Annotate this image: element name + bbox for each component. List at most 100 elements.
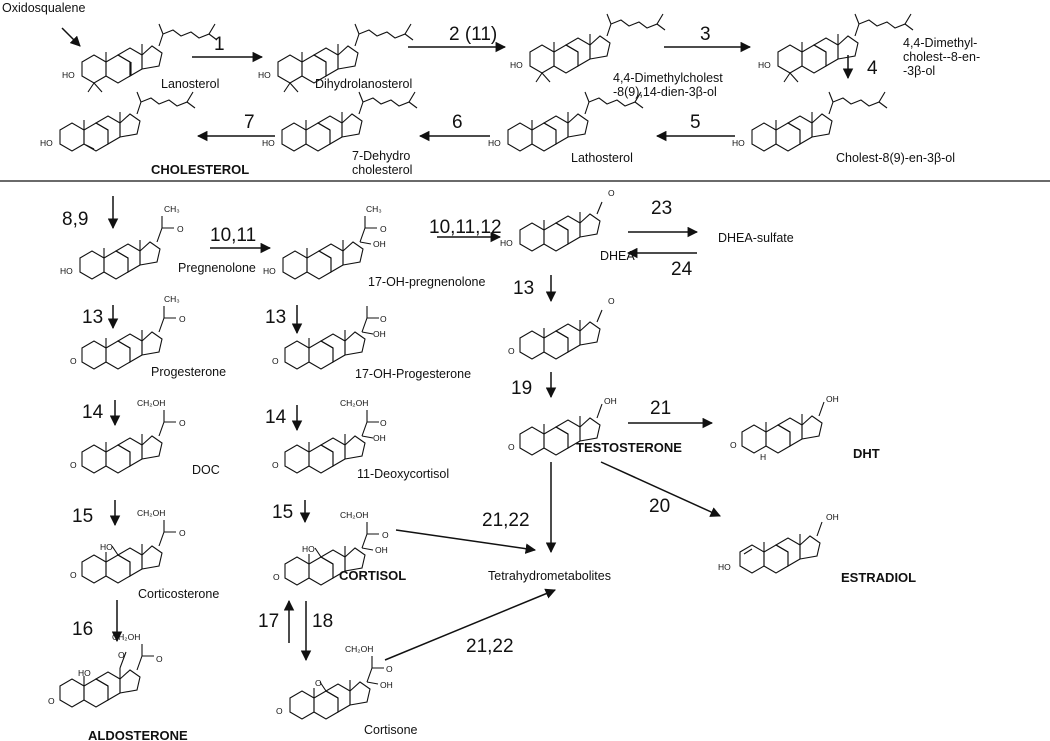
atom-o: O — [730, 440, 737, 450]
atom-ch3: CH₃ — [366, 204, 382, 214]
atom-o: O — [179, 314, 186, 324]
step-20: 20 — [649, 496, 670, 517]
atom-oh: OH — [604, 396, 617, 406]
structure-doc — [81, 410, 176, 474]
step-17: 17 — [258, 611, 279, 632]
structure-cortisol — [284, 522, 379, 586]
atom-ch2oh: CH₂OH — [112, 632, 140, 642]
structure-androstenedione — [519, 309, 603, 360]
atom-o: O — [315, 678, 322, 688]
atom-o: O — [380, 418, 387, 428]
atom-o: O — [273, 572, 280, 582]
atom-oh: OH — [380, 680, 393, 690]
step-21: 21 — [650, 398, 671, 419]
structure-dimethylcholestdienol — [529, 13, 666, 83]
label-cortisone: Cortisone — [364, 723, 418, 737]
step-10-11-12: 10,11,12 — [429, 217, 502, 238]
label-dheasulfate: DHEA-sulfate — [718, 231, 794, 245]
structure-pregnenolone — [79, 216, 174, 280]
atom-o: O — [179, 418, 186, 428]
step-1: 1 — [214, 34, 225, 55]
atom-ch2oh: CH₂OH — [137, 508, 165, 518]
atom-o: O — [272, 460, 279, 470]
step-21-22-b: 21,22 — [466, 636, 514, 657]
atom-o: O — [380, 224, 387, 234]
atom-o: O — [382, 530, 389, 540]
atom-oh: OH — [373, 239, 386, 249]
structure-dht — [741, 401, 825, 454]
structure-cortisone — [289, 656, 384, 720]
atom-ho: HO — [302, 544, 315, 554]
atom-o: O — [276, 706, 283, 716]
atom-ch2oh: CH₂OH — [340, 510, 368, 520]
structure-progesterone — [81, 306, 176, 370]
structure-lanosterol — [81, 23, 218, 93]
step-14-a: 14 — [82, 402, 104, 423]
label-corticosterone: Corticosterone — [138, 587, 219, 601]
atom-ch2oh: CH₂OH — [345, 644, 373, 654]
step-24: 24 — [671, 259, 693, 280]
atom-oh: OH — [373, 433, 386, 443]
atom-ho: HO — [258, 70, 271, 80]
atom-o: O — [508, 442, 515, 452]
step-18: 18 — [312, 611, 333, 632]
label-cholestenol: Cholest-8(9)-en-3β-ol — [836, 151, 955, 165]
atom-o: O — [386, 664, 393, 674]
structure-deoxycortisol — [284, 410, 379, 474]
atom-o: O — [118, 650, 125, 660]
step-13-c: 13 — [513, 278, 534, 299]
arrow-cortisone-metabolites — [384, 588, 556, 661]
structure-corticosterone — [81, 520, 176, 584]
label-ohpregnenolone: 17-OH-pregnenolone — [368, 275, 485, 289]
atom-ho: HO — [500, 238, 513, 248]
step-16: 16 — [72, 619, 93, 640]
label-ohprogesterone: 17-OH-Progesterone — [355, 367, 471, 381]
label-progesterone: Progesterone — [151, 365, 226, 379]
atom-ho: HO — [60, 266, 73, 276]
label-dimethylcholestenol: 4,4-Dimethyl-cholest--8-en--3β-ol — [903, 36, 980, 78]
label-dhea: DHEA — [600, 249, 635, 263]
atom-ho: HO — [78, 668, 91, 678]
atom-oh: OH — [826, 394, 839, 404]
atom-oh: OH — [375, 545, 388, 555]
step-6: 6 — [452, 112, 463, 133]
label-dht: DHT — [853, 446, 880, 461]
label-cortisol: CORTISOL — [339, 568, 406, 583]
atom-ho: HO — [510, 60, 523, 70]
arrow-cortisol-metabolites — [395, 529, 537, 554]
atom-ho: HO — [732, 138, 745, 148]
label-estradiol: ESTRADIOL — [841, 570, 916, 585]
step-15-a: 15 — [72, 506, 93, 527]
atom-o: O — [70, 570, 77, 580]
step-23: 23 — [651, 198, 672, 219]
atom-oh: OH — [826, 512, 839, 522]
atom-o: O — [272, 356, 279, 366]
atom-o: O — [380, 314, 387, 324]
atom-ch3: CH₃ — [164, 294, 180, 304]
label-dihydrolanosterol: Dihydrolanosterol — [315, 77, 412, 91]
label-deoxycortisol: 11-Deoxycortisol — [357, 467, 449, 481]
structure-estradiol — [739, 521, 823, 574]
label-tetrahydrometabolites: Tetrahydrometabolites — [488, 569, 611, 583]
atom-ho: HO — [718, 562, 731, 572]
step-7: 7 — [244, 112, 255, 133]
atom-ho: HO — [758, 60, 771, 70]
atom-oh: OH — [373, 329, 386, 339]
label-dimethylcholestdienol: 4,4-Dimethylcholest-8(9),14-dien-3β-ol — [613, 71, 723, 99]
step-14-b: 14 — [265, 407, 287, 428]
structure-dimethylcholestenol — [777, 13, 914, 83]
structure-ohpregnenolone — [282, 216, 377, 280]
label-lathosterol: Lathosterol — [571, 151, 633, 165]
structure-testosterone — [519, 403, 603, 456]
step-10-11-a: 10,11 — [210, 225, 256, 246]
atom-o: O — [70, 460, 77, 470]
structure-cholesterol — [59, 91, 196, 152]
atom-h: H — [760, 452, 766, 462]
atom-o: O — [177, 224, 184, 234]
structure-dhea — [519, 201, 603, 252]
label-testosterone: TESTOSTERONE — [576, 440, 682, 455]
atom-ho: HO — [40, 138, 53, 148]
atom-o: O — [179, 528, 186, 538]
